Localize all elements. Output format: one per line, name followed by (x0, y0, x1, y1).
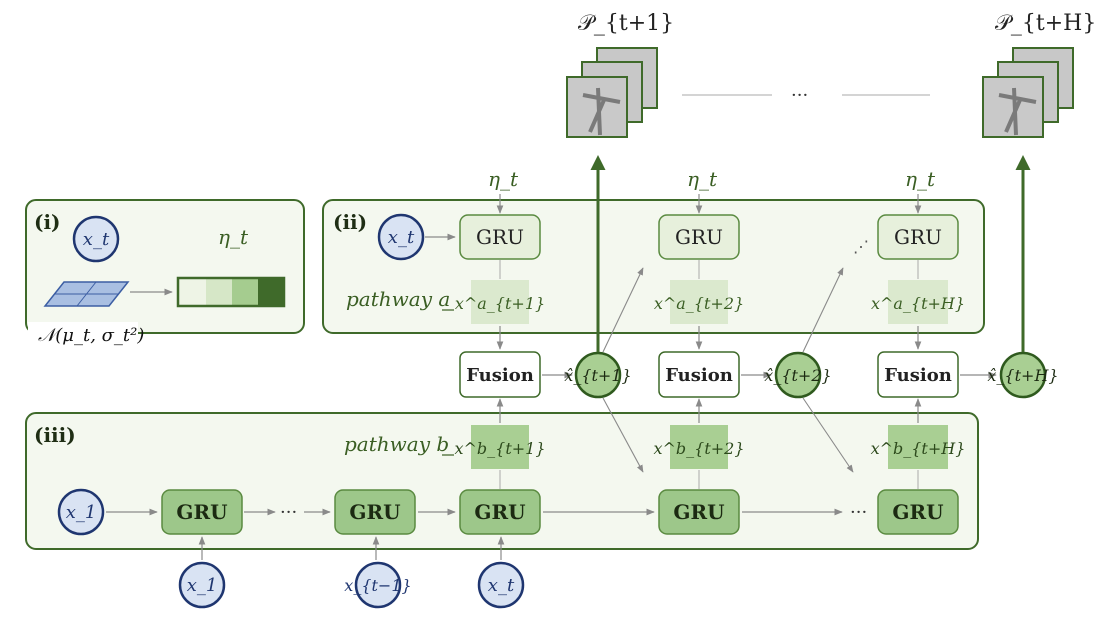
bottom-input-2: x_{t−1} (344, 576, 411, 595)
gru-a-2-label: GRU (675, 225, 723, 249)
prediction-label-t1: 𝒫_{t+1} (578, 11, 674, 36)
panel-i-distribution: 𝒩(μ_t, σ_t²) (38, 325, 144, 346)
panel-iii: (iii) pathway b x_1 GRU ··· GRU GRU GRU … (25, 412, 979, 550)
panel-iii-label: (iii) (34, 423, 76, 447)
feed-arrows (602, 267, 854, 473)
gru-a-H (877, 214, 959, 260)
bottom-input-1: x_1 (187, 575, 218, 596)
output-1: x̂_{t+1} (564, 366, 631, 385)
hidden-a-1-label: x^a_{t+1} (455, 294, 545, 313)
gru-b-4-label: GRU (673, 500, 724, 524)
output-3: x̂_{t+H} (987, 366, 1058, 385)
fusion-box-3 (877, 351, 959, 398)
gru-b-1-label: GRU (176, 500, 227, 524)
panel-ii-pathway: pathway a (346, 287, 450, 311)
panel-iii-input-circle (57, 488, 105, 536)
bottom-input-3-circle (477, 561, 525, 609)
output-2: x̂_{t+2} (764, 366, 831, 385)
hidden-b-H (888, 425, 948, 469)
bottom-input-1-circle (178, 561, 226, 609)
output-circle-3 (999, 351, 1047, 399)
fusion-box-1 (459, 351, 541, 398)
prediction-label-tH: 𝒫_{t+H} (995, 11, 1096, 36)
panel-iii-input: x_1 (66, 502, 97, 523)
eta-embedding-bar (176, 276, 286, 308)
fusion-box-1-label: Fusion (466, 365, 534, 386)
gru-b-5-label: GRU (892, 500, 943, 524)
panel-ii-input: x_t (388, 227, 415, 248)
gru-a-1-label: GRU (476, 225, 524, 249)
distribution-plane-icon (43, 281, 130, 307)
panel-i: (i) x_t η_t 𝒩(μ_t, σ_t²) (25, 199, 305, 346)
fusion-box-3-label: Fusion (884, 365, 952, 386)
gru-b-5 (877, 489, 959, 535)
panel-ii-label: (ii) (333, 210, 367, 234)
prediction-stack-t1 (566, 47, 658, 138)
hidden-a-H-label: x^a_{t+H} (871, 294, 965, 313)
feed-up-1 (602, 267, 644, 353)
panel-i-input: x_t (83, 229, 110, 250)
hidden-a-2 (670, 280, 728, 324)
hidden-b-2 (670, 425, 728, 469)
prediction-stack-tH (982, 47, 1074, 138)
fusion-row: Fusion Fusion Fusion x̂_{t+1} x̂_{t+2} x… (459, 326, 1059, 423)
panel-ii: (ii) x_t pathway a GRU x^a_{t+1} GRU x^a… (322, 199, 985, 334)
gru-b-4 (658, 489, 740, 535)
hidden-a-H (888, 280, 948, 324)
gru-b-3-label: GRU (474, 500, 525, 524)
panel-iii-pathway: pathway b (344, 432, 449, 456)
hidden-b-1 (471, 425, 529, 469)
hidden-b-2-label: x^b_{t+2} (653, 439, 744, 458)
fusion-box-2-label: Fusion (665, 365, 733, 386)
gru-a-1 (459, 214, 541, 260)
panel-i-eta: η_t (218, 225, 249, 249)
fusion-box-2 (658, 351, 740, 398)
hidden-a-2-label: x^a_{t+2} (654, 294, 744, 313)
hidden-b-1-label: x^b_{t+1} (454, 439, 545, 458)
bottom-inputs: x_1 x_{t−1} x_t (178, 536, 525, 609)
gru-b-1 (161, 489, 243, 535)
gru-b-2-label: GRU (349, 500, 400, 524)
output-circle-1 (574, 351, 622, 399)
eta-label-1: η_t (488, 167, 519, 191)
panel-ii-input-circle (377, 213, 425, 261)
gru-a-H-label: GRU (894, 225, 942, 249)
hidden-b-H-label: x^b_{t+H} (871, 439, 966, 458)
gru-a-2 (658, 214, 740, 260)
bottom-input-3: x_t (488, 575, 515, 596)
prediction-ellipsis: ··· (791, 85, 808, 106)
eta-label-2: η_t (687, 167, 718, 191)
hidden-a-1 (471, 280, 529, 324)
b-ellipsis-2: ··· (850, 502, 867, 523)
eta-label-3: η_t (905, 167, 936, 191)
b-ellipsis-1: ··· (280, 502, 297, 523)
feed-up-2 (802, 267, 844, 353)
output-circle-2 (774, 351, 822, 399)
gru-b-3 (459, 489, 541, 535)
feed-down-1 (602, 397, 644, 473)
panel-i-label: (i) (34, 210, 61, 234)
panel-i-input-circle (72, 215, 120, 263)
bottom-input-2-circle (354, 561, 402, 609)
gru-b-2 (334, 489, 416, 535)
feed-down-2 (802, 397, 854, 473)
panel-ii-ellipsis: ⋰ (853, 237, 869, 256)
